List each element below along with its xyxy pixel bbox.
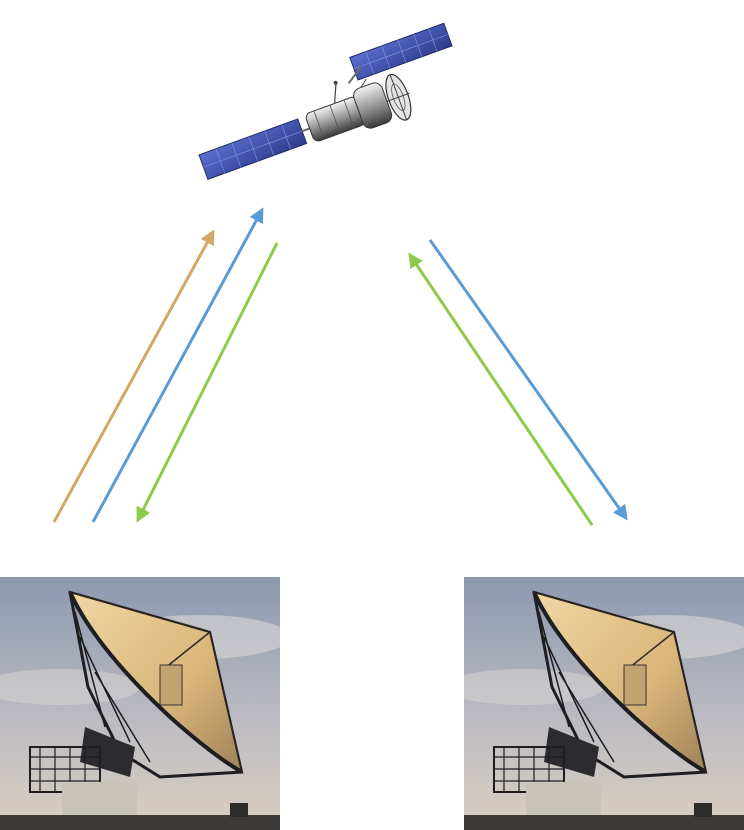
right-ground-station-photo: [464, 577, 744, 830]
downlink-green-arrow: [136, 242, 279, 523]
uplink-blue-arrow: [91, 207, 264, 523]
downlink-blue-arrow: [428, 239, 628, 521]
right-solar-panel: [349, 22, 453, 81]
satellite-icon: [198, 22, 453, 180]
left-links: [52, 207, 279, 523]
left-ground-station-photo: [0, 577, 280, 830]
uplink-orange-arrow: [52, 229, 215, 523]
uplink-green-arrow: [408, 252, 594, 526]
satellite-dish: [385, 73, 412, 121]
right-dish-antenna: [493, 590, 708, 793]
left-solar-panel: [198, 118, 308, 180]
left-dish-antenna: [29, 590, 244, 793]
satellite-body: [305, 82, 393, 142]
right-links: [408, 239, 628, 526]
